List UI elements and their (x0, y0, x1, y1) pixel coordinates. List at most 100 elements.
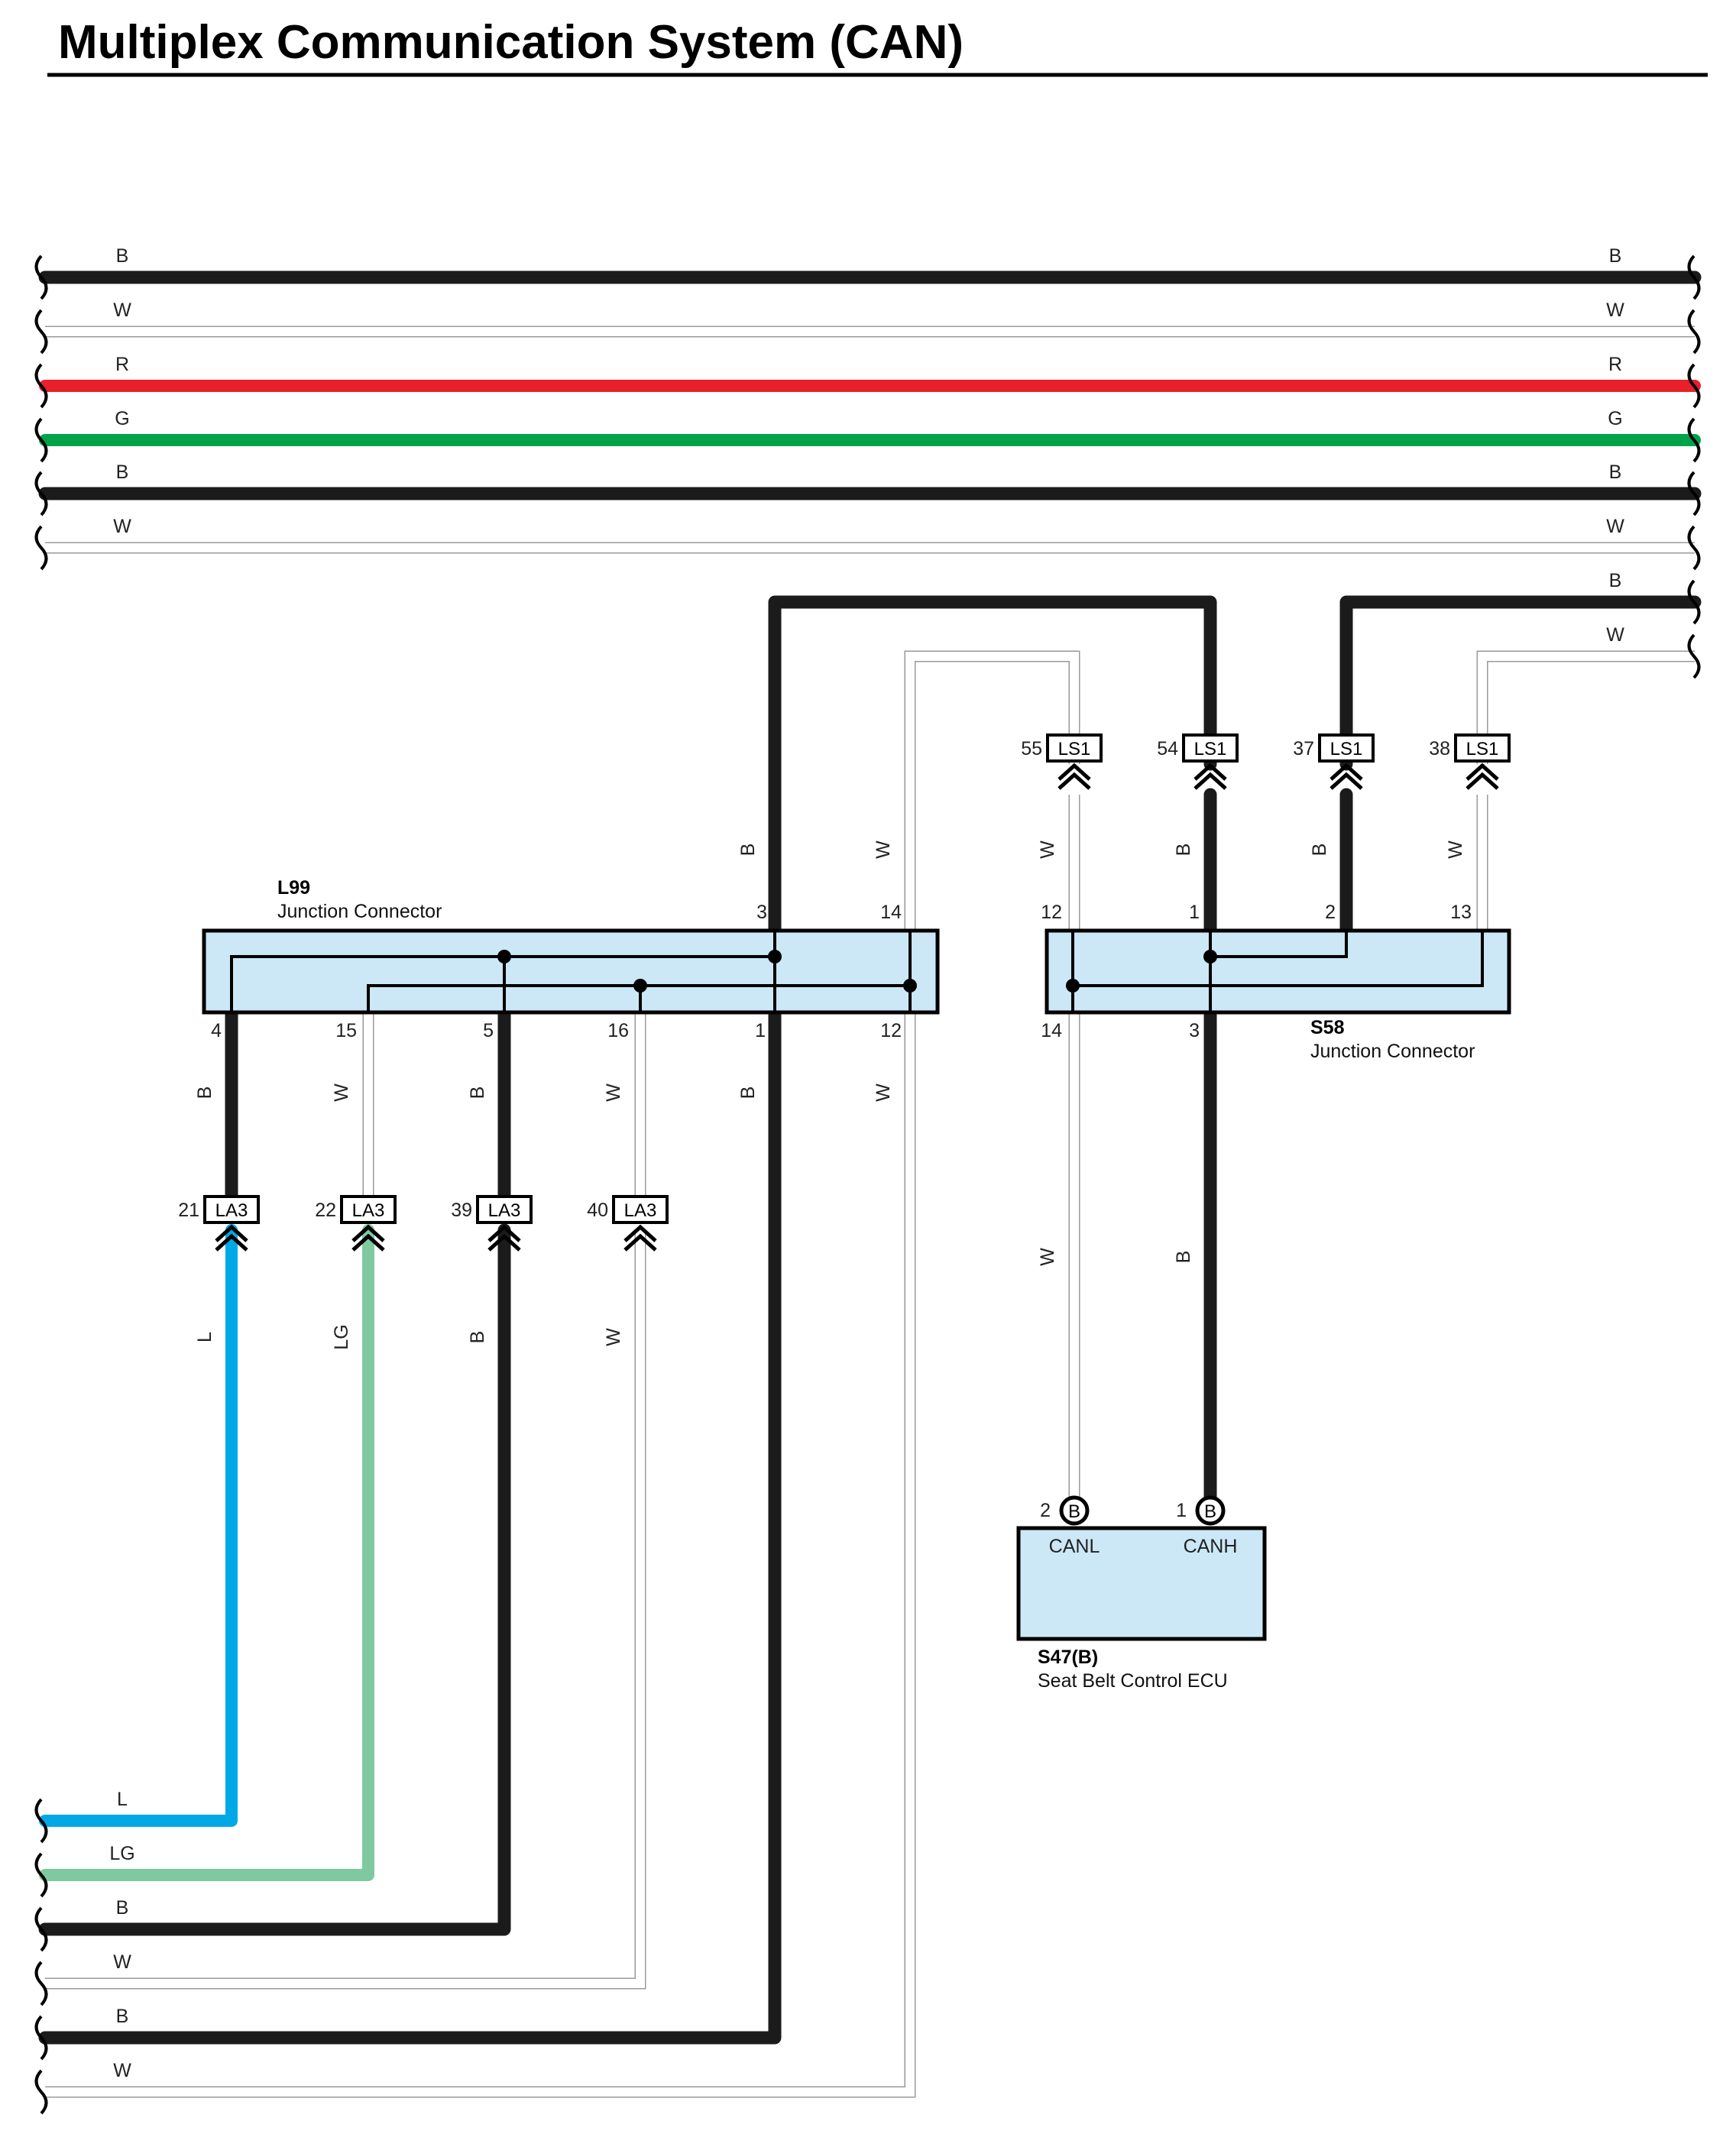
la3-connector-box (340, 1195, 397, 1224)
ls1-connector-box (1454, 733, 1511, 763)
ls1-connector-code: LS1 (1058, 739, 1091, 759)
wire-color-label: W (1037, 1248, 1058, 1266)
l99-pin-numbers: 3 14 4 15 5 16 1 12 (211, 902, 902, 1041)
l99-pin: 14 (880, 902, 902, 923)
wire-w-l99-14-to-ls1-55 (904, 650, 1080, 931)
wire-w-stub-to-ls1-38-core (1478, 652, 1695, 764)
wire-color-label: B (1309, 844, 1330, 857)
ls1-connector-pin: 38 (1429, 738, 1450, 759)
la3-connector-box (476, 1195, 533, 1224)
wire-b-la3-39-to-bus (38, 1223, 511, 1936)
s58-name: Junction Connector (1310, 1041, 1475, 1062)
s58-pin-numbers: 12 1 2 13 14 3 (1041, 902, 1472, 1041)
ecu-code: S47(B) (1038, 1647, 1098, 1668)
ecu-terminal-canh: CANH (1184, 1536, 1238, 1557)
wire-break-left (34, 2015, 48, 2061)
wire-break-left (34, 471, 48, 517)
la3-connector-pin: 39 (451, 1200, 472, 1221)
la3-chevron-icon (215, 1233, 248, 1252)
la3-connector-code: LA3 (488, 1200, 521, 1221)
l99-pin: 16 (607, 1020, 629, 1041)
wire-color-label: B (116, 461, 129, 483)
ecu-pin-numbers: 2 1 (1040, 1500, 1187, 1521)
ls1-chevron-icon (1466, 763, 1499, 781)
wire-color-label: W (113, 2060, 131, 2081)
wire-break-left (34, 1961, 48, 2006)
wire-color-label: B (1609, 245, 1622, 267)
ls1-connector-box (1318, 733, 1375, 763)
l99-pin: 1 (755, 1020, 766, 1041)
la3-chevron-icon (215, 1224, 248, 1242)
wire-lg-la3-22-to-bus (39, 1224, 374, 1881)
l99-pin: 12 (880, 1020, 902, 1041)
wire-break-left (34, 1852, 48, 1898)
ls1-chevron-icon (1466, 772, 1499, 790)
la3-connector-code: LA3 (624, 1200, 657, 1221)
ls1-chevron-icon (1057, 763, 1091, 781)
wire-color-label: B (116, 245, 129, 267)
la3-connector-box (612, 1195, 669, 1224)
wire-color-label: B (467, 1086, 488, 1099)
wire-color-label: L (194, 1332, 215, 1342)
wire-break-right (1687, 254, 1701, 300)
wire-break-left (34, 1798, 48, 1844)
wire-color-label: W (1037, 840, 1058, 859)
ls1-chevron-icon (1330, 772, 1363, 790)
wire-color-label: B (1609, 461, 1622, 483)
la3-connector-code: LA3 (215, 1200, 248, 1221)
wire-color-label: LG (109, 1843, 134, 1864)
wire-color-label: B (194, 1086, 215, 1099)
ecu-terminal-mark: B (1068, 1501, 1080, 1522)
ls1-chevron-icon (1194, 772, 1227, 790)
l99-pin: 4 (211, 1020, 222, 1041)
ls1-connector-box (1046, 733, 1103, 763)
la3-connector-pin: 40 (587, 1200, 608, 1221)
wire-w-stub-to-ls1-38 (1476, 650, 1695, 764)
wire-color-label: B (1609, 570, 1622, 591)
ecu-name: Seat Belt Control ECU (1038, 1670, 1228, 1692)
la3-connector-pin: 22 (315, 1200, 336, 1221)
s58-body (1045, 928, 1511, 1015)
ls1-connector-pin: 37 (1293, 738, 1314, 759)
wire-break-left (34, 254, 48, 300)
ecu-terminal-circle (1195, 1495, 1226, 1526)
s58-pin: 3 (1189, 1020, 1200, 1041)
s58-splice-dots (1066, 950, 1217, 993)
wire-l-la3-21-to-bus (39, 1224, 238, 1827)
wire-break-left (34, 417, 48, 463)
wire-color-label: R (115, 354, 129, 375)
junction-connector-l99: L99 Junction Connector (202, 877, 940, 1015)
wire-color-label: W (873, 840, 894, 859)
s58-pin: 1 (1189, 902, 1200, 923)
wire-color-label: B (737, 844, 759, 857)
wire-color-label: B (1173, 844, 1194, 857)
wire-break-left (34, 1906, 48, 1952)
ls1-connector-pin: 54 (1157, 738, 1178, 759)
l99-pin: 3 (756, 902, 767, 923)
l99-code: L99 (277, 877, 310, 899)
ecu-pin: 2 (1040, 1500, 1051, 1521)
wire-color-label: LG (331, 1324, 352, 1349)
s58-code: S58 (1310, 1017, 1345, 1038)
ls1-chevron-icon (1057, 772, 1091, 790)
wire-break-left (34, 525, 48, 571)
l99-internal-bus (230, 931, 912, 1012)
s58-pin: 13 (1450, 902, 1472, 923)
ls1-connector-pin: 55 (1021, 738, 1042, 759)
wire-break-left (34, 363, 48, 409)
ecu-terminal-mark: B (1204, 1501, 1216, 1522)
la3-connector-box (203, 1195, 260, 1224)
ls1-chevron-icon (1330, 763, 1363, 781)
l99-body (202, 928, 940, 1015)
seat-belt-control-ecu: CANL CANH S47(B) Seat Belt Control ECU (1016, 1526, 1267, 1692)
wire-color-label: W (603, 1328, 624, 1346)
page-title: Multiplex Communication System (CAN) (58, 16, 964, 69)
wire-color-label: G (115, 408, 129, 429)
wire-color-label: B (737, 1086, 759, 1099)
wire-color-label: W (113, 1951, 131, 1973)
wire-break-left (34, 309, 48, 355)
wire-color-label: W (1606, 516, 1624, 537)
ls1-connector-code: LS1 (1330, 739, 1363, 759)
wire-w-l99-12-to-bus-core (45, 1012, 915, 2097)
